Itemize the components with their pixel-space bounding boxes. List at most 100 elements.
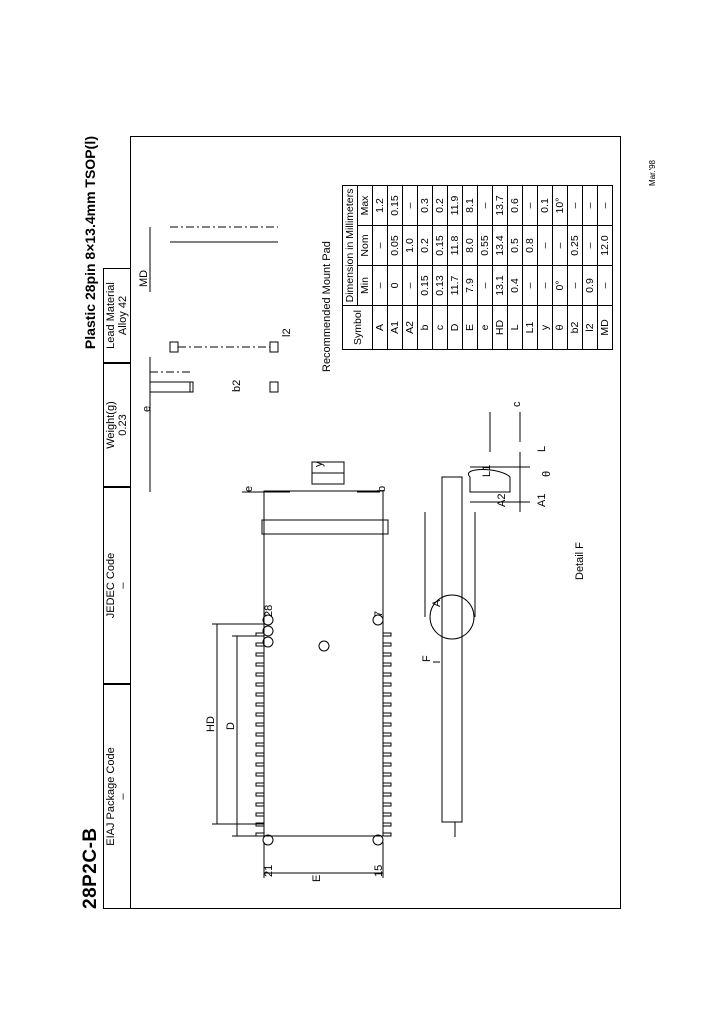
cell: 0.8: [522, 225, 538, 266]
a-label: A: [431, 599, 443, 607]
min-header: Min: [357, 265, 373, 306]
e-label: E: [311, 875, 323, 882]
cell: 0.4: [507, 265, 523, 306]
cell: 0.15: [432, 225, 448, 266]
cell: 0.3: [417, 185, 433, 226]
symbol-header: Symbol: [342, 305, 373, 350]
md-label: MD: [138, 270, 150, 287]
cell: 0.6: [507, 185, 523, 226]
cell: A1: [387, 305, 403, 350]
cell: 13.1: [492, 265, 508, 306]
cell: 12.0: [597, 225, 613, 266]
l-label: L: [536, 446, 548, 452]
bottom-pin-row: [382, 632, 392, 837]
cell: 0.2: [432, 185, 448, 226]
cell: c: [432, 305, 448, 350]
table-row: y––0.1: [537, 185, 553, 350]
cell: 8.0: [462, 225, 478, 266]
cell: 0.1: [537, 185, 553, 226]
cell: –: [522, 185, 538, 226]
hd-label: HD: [205, 716, 217, 732]
cell: 11.7: [447, 265, 463, 306]
e-pitch-label: e: [243, 486, 255, 492]
cell: A2: [402, 305, 418, 350]
cell: 0.5: [507, 225, 523, 266]
cell: –: [477, 185, 493, 226]
cell: –: [582, 185, 598, 226]
cell: –: [597, 185, 613, 226]
e-pad-label: e: [141, 406, 153, 412]
cell: –: [402, 185, 418, 226]
revision-date: Mar.'98: [648, 160, 657, 186]
table-row: A2–1.0–: [402, 185, 418, 350]
pin-21-label: 21: [263, 865, 275, 877]
side-view-body: [441, 476, 463, 823]
d-label: D: [225, 722, 237, 730]
cell: 8.1: [462, 185, 478, 226]
cell: 0.2: [417, 225, 433, 266]
cell: L: [507, 305, 523, 350]
cell: –: [597, 265, 613, 306]
l2-label: l2: [281, 328, 293, 337]
detail-f-lead: [467, 469, 511, 493]
cell: D: [447, 305, 463, 350]
cell: 7.9: [462, 265, 478, 306]
cell: 0: [387, 265, 403, 306]
cell: MD: [597, 305, 613, 350]
end-view-body: [261, 519, 389, 535]
cell: –: [372, 265, 388, 306]
a2-label: A2: [496, 494, 508, 507]
f-label: F: [421, 655, 433, 662]
cell: 11.9: [447, 185, 463, 226]
cell: θ: [552, 305, 568, 350]
cell: b: [417, 305, 433, 350]
cell: –: [537, 265, 553, 306]
max-header: Max: [357, 185, 373, 226]
cell: –: [582, 225, 598, 266]
cell: 0.05: [387, 225, 403, 266]
cell: –: [537, 225, 553, 266]
cell: y: [537, 305, 553, 350]
table-row: L1–0.8–: [522, 185, 538, 350]
cell: e: [477, 305, 493, 350]
table-row: e–0.55–: [477, 185, 493, 350]
cell: L1: [522, 305, 538, 350]
cell: 1.0: [402, 225, 418, 266]
pin1-index-mark: [318, 640, 330, 652]
pin-28-label: 28: [263, 605, 275, 617]
table-row: MD–12.0–: [597, 185, 613, 350]
nom-header: Nom: [357, 225, 373, 266]
cell: –: [477, 265, 493, 306]
cell: 0.25: [567, 225, 583, 266]
cell: 0.9: [582, 265, 598, 306]
cell: 13.7: [492, 185, 508, 226]
pin-15-label: 15: [373, 865, 385, 877]
theta-label: θ: [541, 471, 553, 477]
table-row: b2–0.25–: [567, 185, 583, 350]
cell: 0°: [552, 265, 568, 306]
cell: 11.8: [447, 225, 463, 266]
cell: –: [567, 265, 583, 306]
detail-f-label: Detail F: [574, 542, 586, 580]
detail-f-circle: [429, 594, 475, 640]
c-label: c: [511, 401, 523, 407]
top-pin-row: [255, 632, 265, 837]
package-body-outline: [263, 490, 384, 837]
l1-label: L1: [481, 465, 493, 477]
cell: l2: [582, 305, 598, 350]
pin-7-label: 7: [373, 611, 385, 617]
mount-pad-left: [149, 381, 191, 393]
cell: 10°: [552, 185, 568, 226]
cell: –: [522, 265, 538, 306]
y-label: y: [313, 461, 325, 467]
cell: –: [402, 265, 418, 306]
